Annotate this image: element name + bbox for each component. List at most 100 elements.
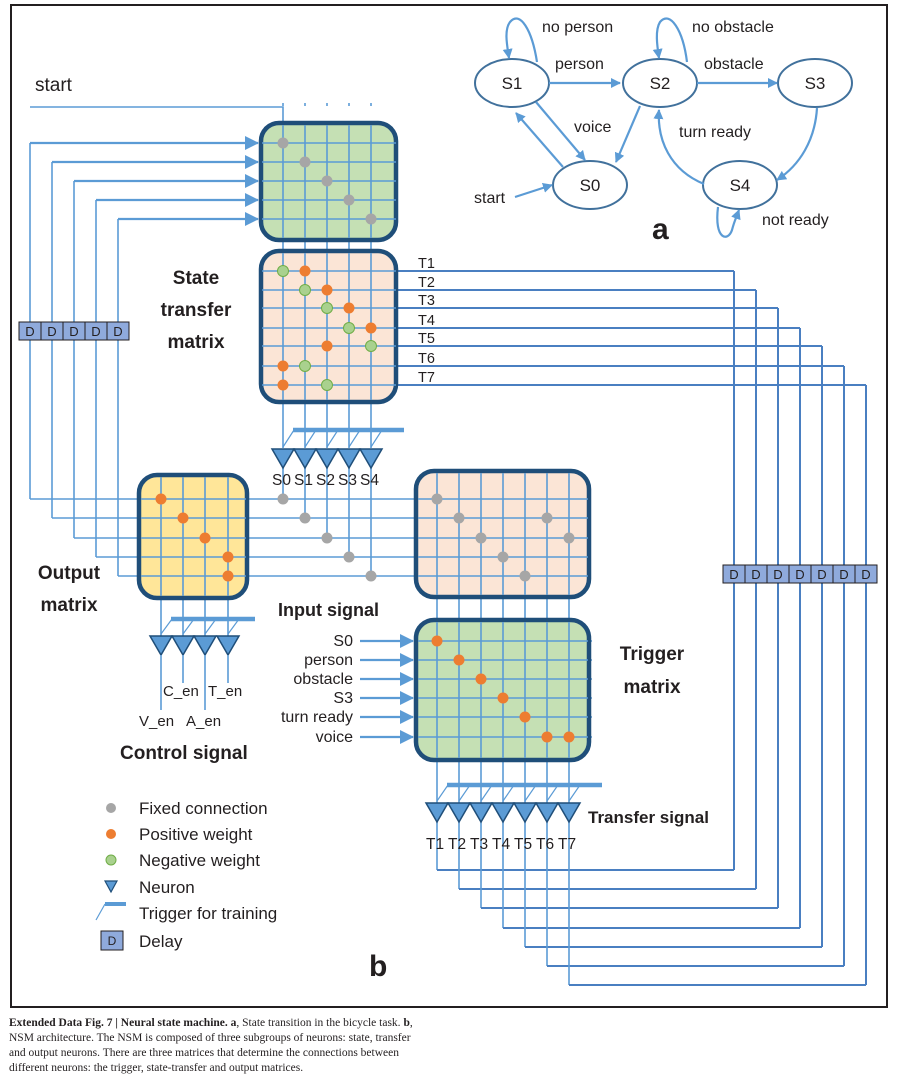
- state-neuron-label-S3: S3: [338, 472, 357, 489]
- transfer-neuron-label-T7: T7: [558, 836, 576, 853]
- output-neuron-3: [215, 635, 241, 657]
- transfer-neuron-label-T5: T5: [514, 836, 532, 853]
- positive-weight-dot: [453, 654, 465, 666]
- negative-weight-dot: [299, 284, 311, 296]
- transfer-signal-title: Transfer signal: [588, 808, 709, 827]
- fixed-dot: [453, 512, 465, 524]
- state-neuron-label-S2: S2: [316, 472, 335, 489]
- state-transfer-matrix: [258, 248, 399, 405]
- positive-weight-dot: [519, 711, 531, 723]
- transfer-trigger-tick-5: [546, 784, 559, 802]
- output-trigger-tick-2: [204, 618, 217, 635]
- fixed-dot: [343, 551, 355, 563]
- figure-caption: Extended Data Fig. 7 | Neural state mach…: [9, 1016, 889, 1076]
- left-delay-glyph-4: D: [113, 324, 122, 339]
- negative-weight-dot: [365, 340, 377, 352]
- fsm-label-start: start: [474, 190, 506, 207]
- fixed-dot: [541, 512, 553, 524]
- transfer-row-label-T2: T2: [418, 275, 435, 291]
- fixed-dot: [365, 570, 377, 582]
- control-label-A_en: A_en: [186, 713, 221, 730]
- legend-trigger-tick-icon: [95, 903, 106, 921]
- state-node-label-S3: S3: [805, 74, 826, 93]
- fixed-dot: [365, 213, 377, 225]
- positive-weight-dot: [321, 284, 333, 296]
- transfer-neuron-label-T4: T4: [492, 836, 510, 853]
- state-neuron-4: [358, 448, 384, 470]
- input-signal-title: Input signal: [278, 600, 379, 620]
- transfer-neuron-label-T2: T2: [448, 836, 466, 853]
- right-delay-glyph-4: D: [817, 567, 826, 582]
- fsm-label-no-obstacle: no obstacle: [692, 19, 774, 36]
- state-node-S4: [702, 160, 778, 210]
- positive-weight-dot: [222, 551, 234, 563]
- output-matrix-title-2: matrix: [40, 595, 97, 616]
- state-node-S3: [777, 58, 853, 108]
- transfer-trigger-tick-1: [458, 784, 471, 802]
- fixed-dot: [277, 493, 289, 505]
- right-delay-glyph-5: D: [839, 567, 848, 582]
- fixed-dot: [563, 532, 575, 544]
- positive-weight-dot: [475, 673, 487, 685]
- caption-a-text: , State transition in the bicycle task.: [236, 1017, 401, 1029]
- left-delay-glyph-3: D: [91, 324, 100, 339]
- legend-label-positive-dot: Positive weight: [139, 825, 253, 844]
- input-label-1: person: [304, 652, 353, 669]
- legend-negative-dot-icon: [105, 854, 117, 866]
- input-label-4: turn ready: [281, 709, 353, 726]
- transfer-neuron-4: [512, 802, 538, 824]
- fixed-dot: [519, 570, 531, 582]
- state-node-label-S1: S1: [502, 74, 523, 93]
- legend-fixed-dot-icon: [106, 803, 116, 813]
- state-neuron-3: [336, 448, 362, 470]
- fixed-dot: [431, 493, 443, 505]
- transfer-neuron-2: [468, 802, 494, 824]
- positive-weight-dot: [343, 302, 355, 314]
- right-delay-glyph-2: D: [773, 567, 782, 582]
- control-label-T_en: T_en: [208, 683, 242, 700]
- legend-label-neuron-triangle: Neuron: [139, 878, 195, 897]
- fixed-dot: [299, 156, 311, 168]
- fsm-label-no-person: no person: [542, 19, 613, 36]
- legend-delay-glyph: D: [108, 934, 117, 948]
- legend-delay-icon: [100, 930, 124, 951]
- state-transfer-title-3: matrix: [167, 332, 224, 353]
- legend-label-negative-dot: Negative weight: [139, 851, 260, 870]
- transfer-trigger-tick-4: [524, 784, 537, 802]
- negative-weight-dot: [299, 360, 311, 372]
- transfer-trigger-tick-6: [568, 784, 581, 802]
- transfer-row-label-T4: T4: [418, 313, 435, 329]
- output-neuron-0: [148, 635, 174, 657]
- negative-weight-dot: [321, 379, 333, 391]
- fsm-edge-S2-S0: [614, 105, 642, 163]
- input-label-5: voice: [316, 729, 353, 746]
- transfer-neuron-label-T6: T6: [536, 836, 554, 853]
- figure-frame: [10, 4, 888, 1008]
- positive-weight-dot: [222, 570, 234, 582]
- positive-weight-dot: [277, 360, 289, 372]
- input-label-0: S0: [333, 633, 353, 650]
- caption-col-1: Extended Data Fig. 7 | Neural state mach…: [9, 1016, 429, 1076]
- transfer-neuron-label-T1: T1: [426, 836, 444, 853]
- state-trigger-tick-4: [370, 429, 383, 448]
- positive-weight-dot: [541, 731, 553, 743]
- output-trigger-tick-0: [160, 618, 173, 635]
- fsm-self-loop-S4: [716, 206, 741, 238]
- fixed-dot: [299, 512, 311, 524]
- state-transfer-title-1: State: [173, 268, 219, 289]
- negative-weight-dot: [343, 322, 355, 334]
- state-neuron-1: [292, 448, 318, 470]
- transfer-neuron-6: [556, 802, 582, 824]
- output-neuron-2: [192, 635, 218, 657]
- control-label-V_en: V_en: [139, 713, 174, 730]
- output-trigger-tick-1: [182, 618, 195, 635]
- state-trigger-tick-3: [348, 429, 361, 448]
- negative-weight-dot: [321, 302, 333, 314]
- control-signal-title: Control signal: [120, 743, 248, 764]
- right-delay-glyph-0: D: [729, 567, 738, 582]
- left-delay-glyph-1: D: [47, 324, 56, 339]
- caption-b-label: b: [403, 1017, 410, 1029]
- panel-b-label: b: [369, 950, 387, 983]
- positive-weight-dot: [155, 493, 167, 505]
